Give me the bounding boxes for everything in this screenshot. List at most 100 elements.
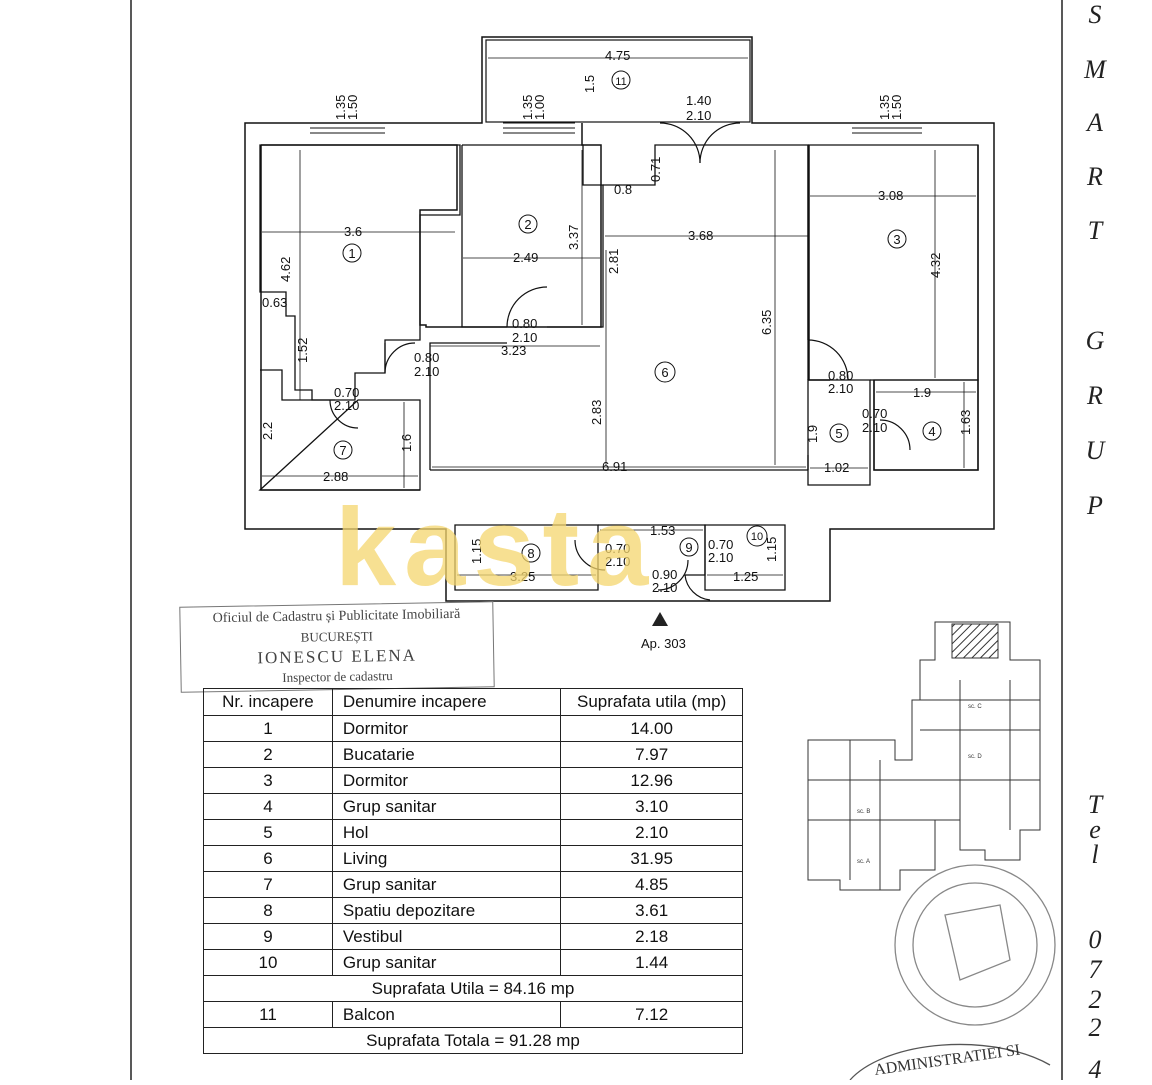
seal-text: ADMINISTRATIEI SI xyxy=(873,1042,1021,1079)
dim-label: 2.81 xyxy=(606,249,621,274)
column-header: Suprafata utila (mp) xyxy=(560,688,743,716)
room-area: 2.10 xyxy=(560,819,743,846)
brand-letter: R xyxy=(1087,381,1103,410)
room-number: 2 xyxy=(524,217,531,232)
room-area: 7.97 xyxy=(560,741,743,768)
table-header-row: Nr. incapere Denumire incapere Suprafata… xyxy=(203,688,743,716)
room-nr: 8 xyxy=(203,897,333,924)
stamp-line: Inspector de cadastru xyxy=(282,668,393,685)
grand-total: Suprafata Totala = 91.28 mp xyxy=(203,1027,743,1054)
brand-letter: G xyxy=(1085,326,1105,355)
dimension-lines xyxy=(262,57,976,576)
apartment-label: Ap. 303 xyxy=(641,636,686,651)
dim-label: 1.00 xyxy=(532,95,547,120)
dim-label: 1.35 xyxy=(520,95,535,120)
room-name: Bucatarie xyxy=(331,741,562,768)
room-numbers: 1 2 3 4 5 6 7 8 9 10 11 xyxy=(333,70,942,563)
dim-label: 3.37 xyxy=(566,225,581,250)
watermark: kasta xyxy=(335,486,656,609)
brand-letter: 2 xyxy=(1088,1013,1102,1042)
minimap-label: sc. A xyxy=(857,859,870,865)
dim-label: 0.71 xyxy=(648,157,663,182)
dim-label: 1.9 xyxy=(913,385,931,400)
brand-letter: 0 xyxy=(1088,925,1102,954)
brand-letter: T xyxy=(1087,216,1103,245)
cadastre-stamp: Oficiul de Cadastru și Publicitate Imobi… xyxy=(179,601,495,693)
dim-label: 1.63 xyxy=(958,410,973,435)
brand-letter: S xyxy=(1088,0,1102,29)
dim-label: 2.10 xyxy=(652,580,677,595)
room-area: 12.96 xyxy=(560,767,743,794)
building-minimap xyxy=(807,621,1041,891)
room-number: 7 xyxy=(339,443,346,458)
brand-letter: U xyxy=(1085,436,1105,465)
room-area: 3.10 xyxy=(560,793,743,820)
dim-label: 3.68 xyxy=(688,228,713,243)
dim-label: 0.80 xyxy=(512,316,537,331)
dim-label: 4.75 xyxy=(605,48,630,63)
dim-label: 3.6 xyxy=(344,224,362,239)
room-number: 10 xyxy=(751,531,763,543)
dim-label: 0.8 xyxy=(614,182,632,197)
dim-label: 0.70 xyxy=(862,406,887,421)
dim-label: 3.25 xyxy=(510,569,535,584)
room-2-walls xyxy=(461,144,604,328)
dim-label: 2.10 xyxy=(334,398,359,413)
room-nr: 6 xyxy=(203,845,333,872)
dim-label: 6.91 xyxy=(602,459,627,474)
room-nr: 10 xyxy=(203,949,333,976)
room-area: 14.00 xyxy=(560,715,743,742)
dim-label: 1.35 xyxy=(333,95,348,120)
room-4-walls xyxy=(873,379,979,471)
room-3-walls xyxy=(807,144,979,381)
dim-label: 1.5 xyxy=(582,75,597,93)
room-number: 4 xyxy=(928,424,935,439)
room-name: Grup sanitar xyxy=(331,793,562,820)
dim-label: 0.70 xyxy=(605,541,630,556)
dim-label: 3.08 xyxy=(878,188,903,203)
room-area: 3.61 xyxy=(560,897,743,924)
brand-letter: T xyxy=(1087,790,1103,819)
room-nr: 4 xyxy=(203,793,333,820)
room-name: Hol xyxy=(331,819,562,846)
room-number: 1 xyxy=(348,246,355,261)
dim-label: 0.70 xyxy=(708,537,733,552)
brand-letter: P xyxy=(1087,491,1103,520)
room-name: Grup sanitar xyxy=(331,949,562,976)
brand-letter: 4 xyxy=(1088,1055,1102,1084)
dim-label: 2.10 xyxy=(686,108,711,123)
dim-label: 0.80 xyxy=(828,368,853,383)
dim-label: 0.70 xyxy=(334,385,359,400)
room-name: Spatiu depozitare xyxy=(331,897,562,924)
dim-label: 1.15 xyxy=(764,537,779,562)
brand-letter: e xyxy=(1089,815,1101,844)
brand-letter: 2 xyxy=(1088,985,1102,1014)
room-number: 5 xyxy=(835,426,842,441)
room-nr: 7 xyxy=(203,871,333,898)
dim-label: 1.25 xyxy=(733,569,758,584)
dim-label: 0.63 xyxy=(262,295,287,310)
dim-label: 4.32 xyxy=(928,253,943,278)
room-name: Living xyxy=(331,845,562,872)
lower-seal: ADMINISTRATIEI SI xyxy=(849,1042,1051,1080)
room-number: 9 xyxy=(685,540,692,555)
dim-label: 2.88 xyxy=(323,469,348,484)
dim-label: 1.52 xyxy=(295,338,310,363)
room-name: Vestibul xyxy=(331,923,562,950)
dim-label: 1.15 xyxy=(469,539,484,564)
dim-label: 2.10 xyxy=(605,554,630,569)
room-number: 6 xyxy=(661,365,668,380)
useful-total: Suprafata Utila = 84.16 mp xyxy=(203,975,743,1002)
dim-label: 2.10 xyxy=(862,420,887,435)
dim-label: 2.83 xyxy=(589,400,604,425)
dim-label: 1.53 xyxy=(650,523,675,538)
minimap-label: sc. C xyxy=(968,704,982,710)
dim-label: 2.49 xyxy=(513,250,538,265)
room-name: Dormitor xyxy=(331,767,562,794)
dim-label: 0.90 xyxy=(652,567,677,582)
